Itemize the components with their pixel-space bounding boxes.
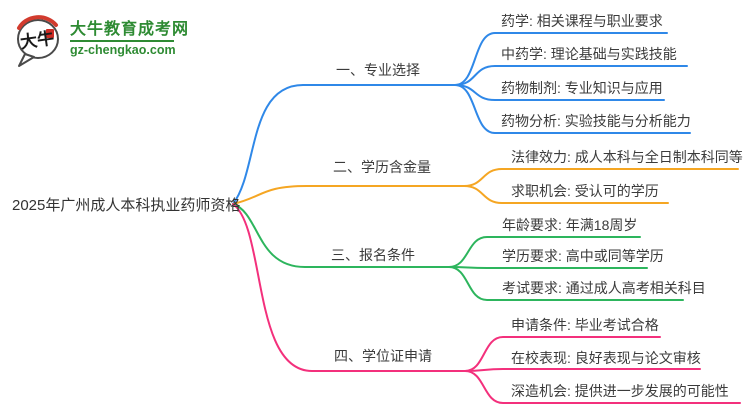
branch-4-connector-2	[464, 368, 701, 372]
branch-4-connector-1	[464, 336, 661, 372]
branch-3-connector-2	[448, 266, 648, 269]
branch-3-label: 三、报名条件	[331, 247, 415, 263]
site-url: gz-chengkao.com	[70, 43, 176, 57]
branch-4-item-1: 申请条件: 毕业考试合格	[511, 317, 659, 333]
branch-4-connector-3	[464, 370, 741, 404]
branch-1-connector-1	[454, 32, 668, 86]
branch-3-connector-3	[448, 266, 684, 301]
branch-3-line	[232, 203, 450, 268]
branch-4-line	[232, 203, 466, 372]
branch-2-connector-1	[463, 168, 739, 187]
branch-3-item-2: 学历要求: 高中或同等学历	[502, 248, 664, 264]
logo-speech-bubble-icon: 大牛	[17, 15, 59, 67]
site-logo: 大牛 大牛教育成考网 gz-chengkao.com	[14, 12, 189, 68]
branch-1-line	[232, 84, 456, 205]
branch-1-item-2: 中药学: 理论基础与实践技能	[501, 46, 677, 62]
logo-divider	[70, 40, 174, 42]
branch-4-label: 四、学位证申请	[334, 348, 432, 364]
branch-2-connector-2	[463, 185, 669, 204]
branch-1-label: 一、专业选择	[336, 62, 420, 78]
branch-1-connector-4	[454, 84, 691, 134]
branch-2-label: 二、学历含金量	[333, 159, 431, 175]
branch-2-item-1: 法律效力: 成人本科与全日制本科同等	[511, 149, 743, 165]
branch-1-connector-2	[454, 65, 688, 86]
branch-2-item-2: 求职机会: 受认可的学历	[511, 183, 659, 199]
branch-1-item-4: 药物分析: 实验技能与分析能力	[501, 113, 691, 129]
branch-4-item-2: 在校表现: 良好表现与论文审核	[511, 350, 701, 366]
site-name: 大牛教育成考网	[70, 21, 190, 38]
branch-3-item-3: 考试要求: 通过成人高考相关科目	[502, 280, 706, 296]
branch-4-item-3: 深造机会: 提供进一步发展的可能性	[511, 383, 729, 399]
branch-1-item-3: 药物制剂: 专业知识与应用	[501, 80, 663, 96]
branch-2-line	[232, 185, 465, 205]
svg-text:大牛: 大牛	[19, 28, 56, 54]
branch-1-item-1: 药学: 相关课程与职业要求	[501, 13, 663, 29]
logo-text-block: 大牛教育成考网 gz-chengkao.com	[70, 20, 189, 57]
branch-3-connector-1	[448, 236, 641, 268]
central-topic: 2025年广州成人本科执业药师资格	[12, 197, 241, 214]
branch-3-item-1: 年龄要求: 年满18周岁	[502, 217, 638, 233]
